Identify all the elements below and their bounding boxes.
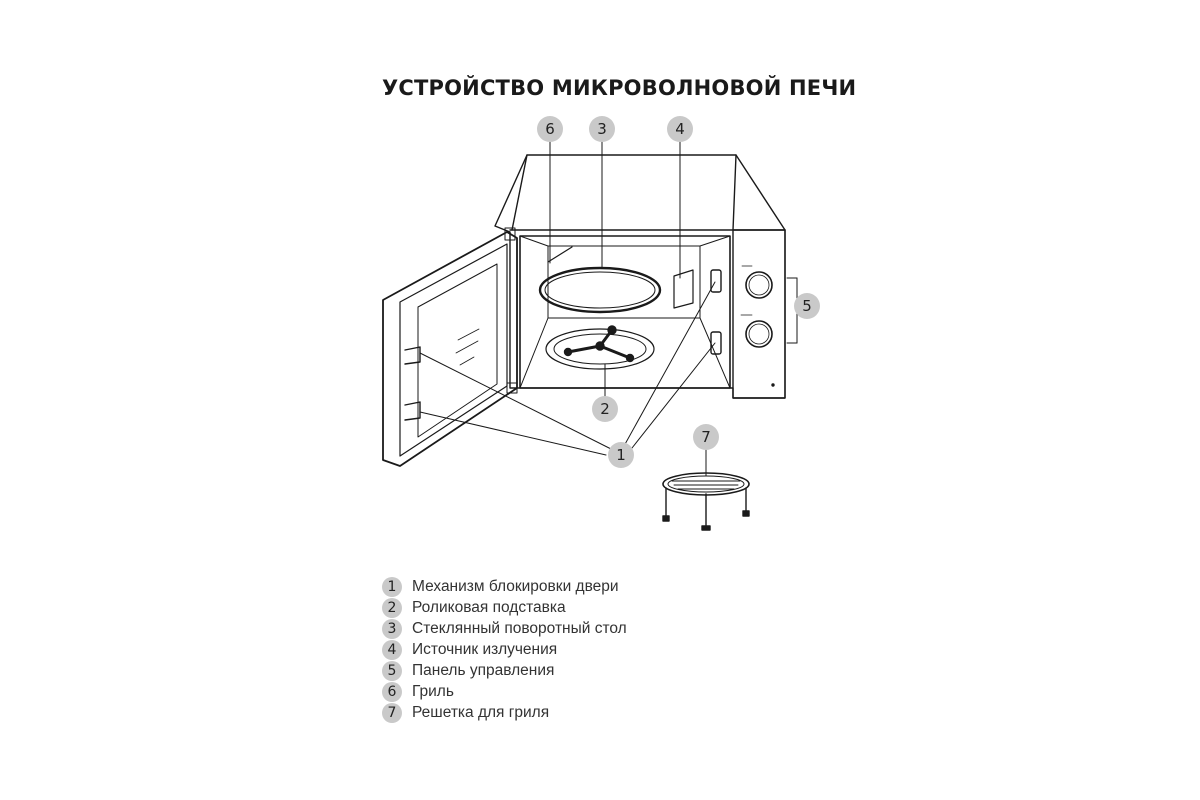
- door: [382, 227, 518, 467]
- legend-label: Панель управления: [412, 661, 555, 679]
- legend-item: 1 Механизм блокировки двери: [382, 576, 627, 597]
- callout-3: 3: [589, 116, 615, 142]
- legend-item: 7 Решетка для гриля: [382, 702, 627, 723]
- svg-text:2: 2: [600, 400, 610, 418]
- svg-text:7: 7: [701, 428, 711, 446]
- callout-6: 6: [537, 116, 563, 142]
- grill-rack: [662, 472, 750, 531]
- roller-support: [545, 325, 655, 370]
- legend-item: 2 Роликовая подставка: [382, 597, 627, 618]
- diagram-title: УСТРОЙСТВО МИКРОВОЛНОВОЙ ПЕЧИ: [382, 76, 857, 100]
- legend-number: 4: [382, 639, 402, 660]
- svg-text:6: 6: [545, 120, 555, 138]
- legend-label: Решетка для гриля: [412, 703, 550, 721]
- legend-number: 7: [382, 702, 402, 723]
- legend-list: 1 Механизм блокировки двери 2 Роликовая …: [382, 576, 627, 723]
- leader-lines: [419, 141, 806, 477]
- legend-number: 2: [382, 597, 402, 618]
- glass-turntable: [538, 266, 662, 314]
- legend-number: 5: [382, 660, 402, 681]
- legend-number: 1: [382, 576, 402, 597]
- control-panel: [732, 229, 786, 399]
- svg-text:3: 3: [597, 120, 607, 138]
- legend-label: Механизм блокировки двери: [412, 577, 619, 595]
- legend-label: Стеклянный поворотный стол: [412, 619, 627, 637]
- microwave-body: [494, 154, 786, 399]
- legend-number: 6: [382, 681, 402, 702]
- radiation-source-cover: [673, 269, 694, 309]
- legend-label: Источник излучения: [412, 640, 558, 658]
- legend-label: Гриль: [412, 682, 454, 700]
- svg-text:1: 1: [616, 446, 626, 464]
- legend-item: 5 Панель управления: [382, 660, 627, 681]
- legend-label: Роликовая подставка: [412, 598, 566, 616]
- svg-text:5: 5: [802, 297, 812, 315]
- callout-2: 2: [592, 396, 618, 422]
- legend-item: 4 Источник излучения: [382, 639, 627, 660]
- oven-cavity: [519, 235, 731, 389]
- legend-item: 6 Гриль: [382, 681, 627, 702]
- svg-text:4: 4: [675, 120, 685, 138]
- callout-7: 7: [693, 424, 719, 450]
- callout-1: 1: [608, 442, 634, 468]
- callout-4: 4: [667, 116, 693, 142]
- legend-number: 3: [382, 618, 402, 639]
- callout-5: 5: [794, 293, 820, 319]
- legend-item: 3 Стеклянный поворотный стол: [382, 618, 627, 639]
